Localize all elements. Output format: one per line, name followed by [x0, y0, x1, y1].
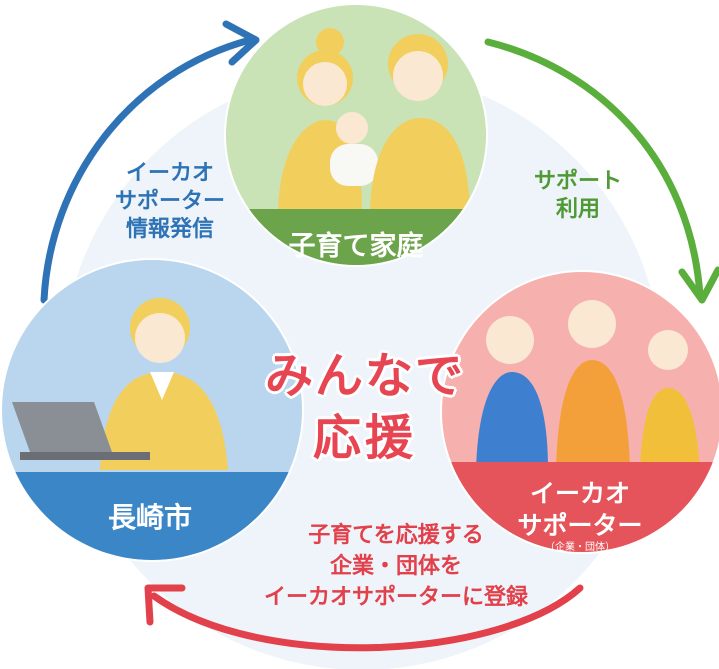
- center-title-line1: みんなで: [264, 348, 465, 404]
- flow-text-family-to-supporter: サポート 利用: [503, 168, 653, 224]
- flow-bottom-line3: イーカオサポーターに登録: [263, 585, 528, 610]
- arrow-city-to-family-head: [222, 20, 260, 66]
- arrow-supporter-to-city: [150, 584, 584, 652]
- city-label: 長崎市: [107, 501, 192, 534]
- supporter-label: イーカオ サポーター （企業・団体）: [470, 478, 690, 554]
- flow-left-line1: イーカオ: [125, 161, 214, 186]
- flow-left-line3: 情報発信: [125, 217, 214, 242]
- flow-bottom-line2: 企業・団体を: [329, 554, 462, 579]
- arrow-family-to-supporter: [484, 38, 704, 299]
- arrow-supporter-to-city-head: [144, 584, 186, 626]
- supporter-label-line2: サポーター: [517, 511, 643, 540]
- supporter-node: [440, 270, 719, 554]
- flow-text-supporter-to-city: 子育てを応援する 企業・団体を イーカオサポーターに登録: [236, 520, 556, 613]
- arrow-family-to-supporter-head: [678, 266, 719, 304]
- supporter-label-sub: （企業・団体）: [545, 542, 615, 553]
- center-title-line2: 応援: [312, 410, 417, 466]
- family-label: 子育て家庭: [288, 231, 424, 262]
- flow-right-line1: サポート: [533, 169, 622, 194]
- supporter-label-line1: イーカオ: [529, 479, 630, 508]
- flow-text-city-to-family: イーカオ サポーター 情報発信: [80, 160, 260, 244]
- flow-right-line2: 利用: [555, 197, 600, 222]
- arrow-city-to-family: [40, 36, 254, 304]
- city-node: [0, 258, 304, 562]
- family-node: [224, 3, 488, 267]
- flow-left-line2: サポーター: [114, 189, 225, 214]
- flow-bottom-line1: 子育てを応援する: [308, 523, 484, 548]
